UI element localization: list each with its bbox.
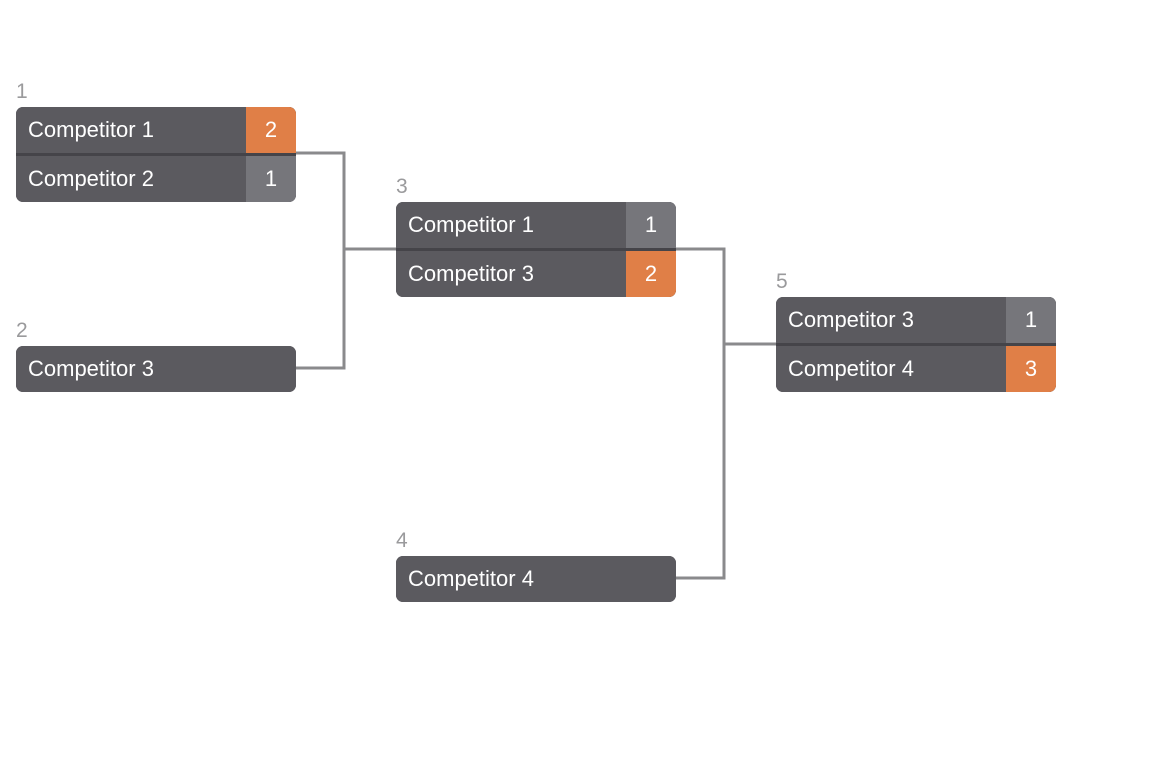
score-badge: 1 [246, 156, 296, 202]
match-number: 2 [16, 319, 28, 342]
competitor-name: Competitor 2 [28, 166, 154, 191]
competitor-row[interactable]: Competitor 2 1 [16, 156, 296, 202]
competitor-name: Competitor 1 [28, 117, 154, 142]
competitor-row[interactable]: Competitor 3 [16, 346, 296, 392]
match-number: 5 [776, 270, 788, 293]
competitor-row[interactable]: Competitor 3 2 [396, 251, 676, 297]
score-badge: 1 [626, 202, 676, 248]
match-1: 1 Competitor 1 2 Competitor 2 1 [16, 80, 296, 202]
match-box: Competitor 1 2 Competitor 2 1 [16, 107, 296, 202]
score-badge-winner: 2 [626, 251, 676, 297]
match-number: 1 [16, 80, 28, 103]
match-3: 3 Competitor 1 1 Competitor 3 2 [396, 175, 676, 297]
competitor-name: Competitor 3 [408, 261, 534, 286]
competitor-name: Competitor 4 [408, 566, 534, 591]
competitor-name: Competitor 3 [788, 307, 914, 332]
match-box: Competitor 3 1 Competitor 4 3 [776, 297, 1056, 392]
competitor-row[interactable]: Competitor 4 3 [776, 346, 1056, 392]
match-number: 3 [396, 175, 408, 198]
match-4: 4 Competitor 4 [396, 529, 676, 602]
competitor-row[interactable]: Competitor 1 1 [396, 202, 676, 251]
match-number: 4 [396, 529, 408, 552]
competitor-row[interactable]: Competitor 1 2 [16, 107, 296, 156]
competitor-name: Competitor 3 [28, 356, 154, 381]
score-badge-winner: 3 [1006, 346, 1056, 392]
competitor-name: Competitor 4 [788, 356, 914, 381]
competitor-row[interactable]: Competitor 3 1 [776, 297, 1056, 346]
match-5: 5 Competitor 3 1 Competitor 4 3 [776, 270, 1056, 392]
match-box: Competitor 4 [396, 556, 676, 602]
competitor-row[interactable]: Competitor 4 [396, 556, 676, 602]
match-2: 2 Competitor 3 [16, 319, 296, 392]
match-box: Competitor 3 [16, 346, 296, 392]
match-box: Competitor 1 1 Competitor 3 2 [396, 202, 676, 297]
score-badge: 1 [1006, 297, 1056, 343]
competitor-name: Competitor 1 [408, 212, 534, 237]
score-badge-winner: 2 [246, 107, 296, 153]
